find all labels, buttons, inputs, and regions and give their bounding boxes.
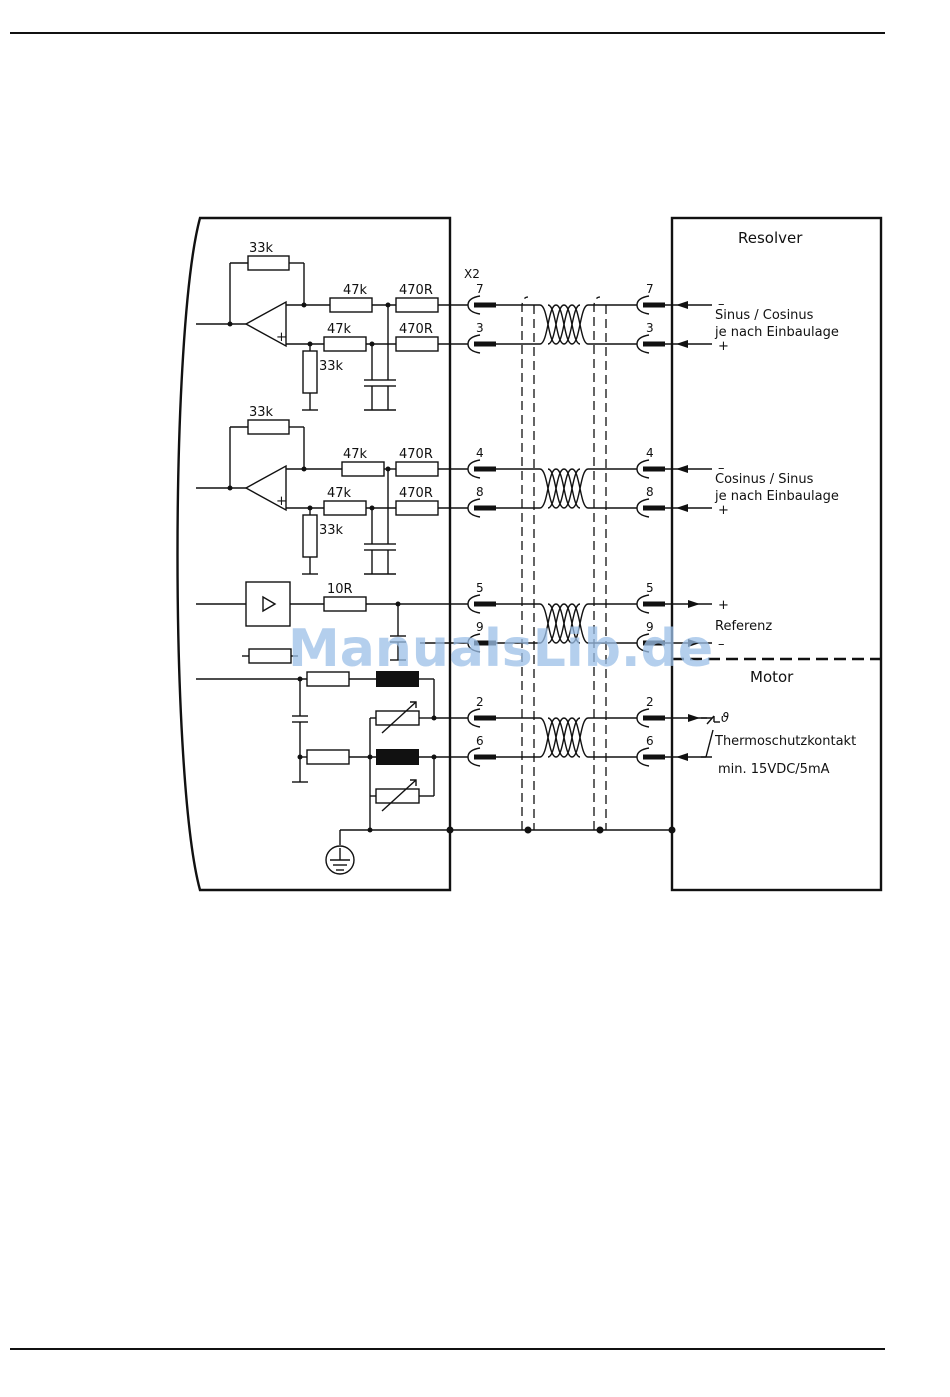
sin-label-1: Sinus / Cosinus xyxy=(715,308,814,323)
resistor-ground-2 xyxy=(303,515,317,557)
arrow-out-2 xyxy=(688,714,700,722)
pin-label-right-8: 8 xyxy=(646,485,654,499)
resistor-label-47k-1a: 47k xyxy=(343,283,368,298)
resistor-ground-1 xyxy=(303,351,317,393)
ferrite-bead-2 xyxy=(376,749,419,765)
twisted-wire-a-1 xyxy=(496,469,637,508)
thermo-spec: min. 15VDC/5mA xyxy=(718,762,830,777)
thermal-input xyxy=(196,671,468,833)
pin-label-left-3: 3 xyxy=(476,321,484,335)
twisted-wire-b-0 xyxy=(496,305,637,344)
ground-bus xyxy=(326,827,676,875)
pin-label-right-7: 7 xyxy=(646,282,654,296)
pin-label-left-7: 7 xyxy=(476,282,484,296)
resistor-label-470r-2a: 470R xyxy=(399,447,433,462)
cos-label-2: je nach Einbaulage xyxy=(714,489,839,504)
arrow-in-7 xyxy=(676,301,688,309)
resistor-label-470r-1a: 470R xyxy=(399,283,433,298)
signal-labels: – Sinus / Cosinus je nach Einbaulage + –… xyxy=(701,297,856,777)
pin-label-right-3: 3 xyxy=(646,321,654,335)
resistor-series-1a xyxy=(396,298,438,312)
theta-symbol: ϑ xyxy=(721,711,729,726)
arrow-in-4 xyxy=(676,465,688,473)
resistor-label-47k-2b: 47k xyxy=(327,486,352,501)
resistor-input-1a xyxy=(330,298,372,312)
twisted-wire-b-3 xyxy=(496,718,637,757)
resistor-series-2b xyxy=(396,501,438,515)
pin-label-left-8: 8 xyxy=(476,485,484,499)
twisted-wire-a-0 xyxy=(496,305,637,344)
resistor-label-33k-gnd1: 33k xyxy=(319,359,344,374)
amplifier-channel-1: 33k 47k 470R 47k 470R 33k xyxy=(196,241,468,410)
resistor-label-10r: 10R xyxy=(327,582,353,597)
resistor-input-1b xyxy=(324,337,366,351)
amplifier-channel-2: 33k 47k 470R 47k 470R 33k xyxy=(196,405,468,574)
resistor-label-33k-gnd2: 33k xyxy=(319,523,344,538)
cos-label-1: Cosinus / Sinus xyxy=(715,472,814,487)
pin-label-left-4: 4 xyxy=(476,446,484,460)
arrow-in-3 xyxy=(676,340,688,348)
op-amp-1-plus: + xyxy=(276,330,287,345)
arrow-in-8 xyxy=(676,504,688,512)
pin-label-left-6: 6 xyxy=(476,734,484,748)
pin-label-left-5: 5 xyxy=(476,581,484,595)
twisted-wire-b-1 xyxy=(496,469,637,508)
cable-shield xyxy=(522,297,606,830)
resolver-title: Resolver xyxy=(738,229,803,247)
resistor-input-2b xyxy=(324,501,366,515)
pin-label-right-4: 4 xyxy=(646,446,654,460)
resistor-label-47k-1b: 47k xyxy=(327,322,352,337)
resistor-series-2a xyxy=(396,462,438,476)
resistor-ref xyxy=(324,597,366,611)
resistor-feedback-2 xyxy=(248,420,289,434)
resistor-label-470r-2b: 470R xyxy=(399,486,433,501)
motor-title: Motor xyxy=(750,668,794,686)
resistor-series-1b xyxy=(396,337,438,351)
connector-label: X2 xyxy=(464,267,480,281)
resistor-label-470r-1b: 470R xyxy=(399,322,433,337)
watermark: ManualsLib.de xyxy=(288,619,713,679)
resistor-ref-return xyxy=(249,649,291,663)
referenz-label: Referenz xyxy=(715,619,772,634)
twisted-wire-a-3 xyxy=(496,718,637,757)
sin-label-2: je nach Einbaulage xyxy=(714,325,839,340)
resistor-label-33k-fb1: 33k xyxy=(249,241,274,256)
plus-ref: + xyxy=(718,598,729,613)
resistor-input-2a xyxy=(342,462,384,476)
arrow-in-6 xyxy=(676,753,688,761)
thermo-label: Thermoschutzkontakt xyxy=(714,734,856,749)
pin-label-right-2: 2 xyxy=(646,695,654,709)
buffer-box xyxy=(246,582,290,626)
pin-label-right-6: 6 xyxy=(646,734,654,748)
op-amp-2-plus: + xyxy=(276,494,287,509)
minus-ref: – xyxy=(718,637,725,652)
arrow-out-5 xyxy=(688,600,700,608)
plus-1: + xyxy=(718,339,729,354)
pin-label-left-2: 2 xyxy=(476,695,484,709)
resistor-label-33k-fb2: 33k xyxy=(249,405,274,420)
pin-label-right-5: 5 xyxy=(646,581,654,595)
plus-2: + xyxy=(718,503,729,518)
resistor-label-47k-2a: 47k xyxy=(343,447,368,462)
resistor-feedback-1 xyxy=(248,256,289,270)
